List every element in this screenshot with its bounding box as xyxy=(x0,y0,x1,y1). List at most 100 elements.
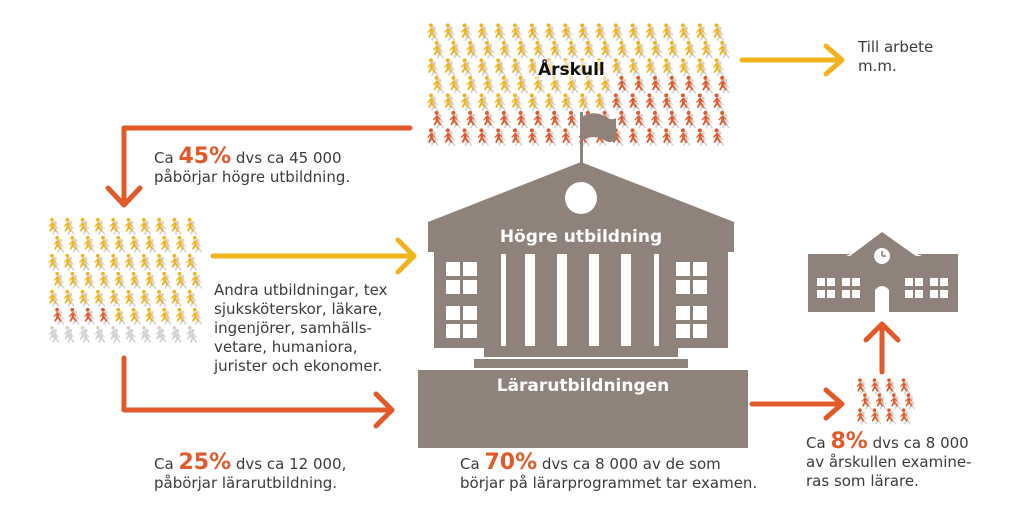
walking-person-icon xyxy=(544,23,554,39)
other-programs-text: Andra utbildningar, tex sjuksköterskor, … xyxy=(214,281,388,375)
university-building-icon xyxy=(418,112,748,448)
walking-person-icon xyxy=(651,75,660,91)
arrow-right-icon xyxy=(749,387,845,421)
walking-person-icon xyxy=(444,23,453,39)
walking-person-icon xyxy=(561,93,571,109)
walking-person-icon xyxy=(494,58,503,74)
walking-person-icon xyxy=(432,110,442,126)
walking-person-icon xyxy=(662,58,671,74)
walking-person-icon xyxy=(511,93,520,109)
walking-person-icon xyxy=(617,110,627,126)
walking-person-icon xyxy=(701,75,711,91)
walking-person-icon xyxy=(684,75,694,91)
walking-person-icon xyxy=(500,110,509,126)
walking-person-icon xyxy=(712,58,722,74)
teacher-ed-percentage: 25% xyxy=(178,450,232,475)
walking-person-icon xyxy=(668,110,677,126)
walking-person-icon xyxy=(628,23,638,39)
walking-person-icon xyxy=(511,128,520,144)
walking-person-icon xyxy=(668,40,677,56)
walking-person-icon xyxy=(449,75,459,91)
walking-person-icon xyxy=(561,128,571,144)
walking-person-icon xyxy=(477,58,487,74)
walking-person-icon xyxy=(460,128,470,144)
walking-person-icon xyxy=(561,23,571,39)
walking-person-icon xyxy=(427,128,436,144)
teachers-caption: Ca 8% dvs ca 8 000 av årskullen examine-… xyxy=(806,429,972,491)
walking-person-icon xyxy=(712,93,722,109)
walking-person-icon xyxy=(701,40,711,56)
walking-person-icon xyxy=(628,128,638,144)
walking-person-icon xyxy=(483,75,492,91)
walking-person-icon xyxy=(634,110,643,126)
walking-person-icon xyxy=(679,23,688,39)
walking-person-icon xyxy=(511,23,520,39)
to-work-text: Till arbete m.m. xyxy=(858,38,934,75)
walking-person-icon xyxy=(427,58,436,74)
walking-person-icon xyxy=(668,75,677,91)
walking-person-icon xyxy=(567,110,576,126)
walking-person-icon xyxy=(528,93,537,109)
walking-person-icon xyxy=(612,93,621,109)
cohort-walker-grid xyxy=(427,23,730,147)
walking-person-icon xyxy=(696,58,705,74)
graduates-caption: Ca 70% dvs ca 8 000 av de som börjar på … xyxy=(460,450,758,493)
walking-person-icon xyxy=(584,40,593,56)
walking-person-icon xyxy=(483,110,492,126)
walking-person-icon xyxy=(483,40,492,56)
walking-person-icon xyxy=(612,23,621,39)
teacher-ed-caption: Ca 25% dvs ca 12 000, påbörjar lärarutbi… xyxy=(154,450,347,493)
walking-person-icon xyxy=(466,40,475,56)
walking-person-icon xyxy=(477,93,487,109)
walking-person-icon xyxy=(550,110,559,126)
walking-person-icon xyxy=(612,58,621,74)
walking-person-icon xyxy=(477,23,487,39)
arrow-right-icon xyxy=(121,355,395,429)
walking-person-icon xyxy=(712,128,722,144)
walking-person-icon xyxy=(427,93,436,109)
walking-person-icon xyxy=(684,110,694,126)
walking-person-icon xyxy=(634,75,643,91)
walking-person-icon xyxy=(550,40,559,56)
teacher-ed-label: Lärarutbildningen xyxy=(496,376,670,396)
walking-person-icon xyxy=(662,128,671,144)
walking-person-icon xyxy=(444,58,453,74)
walking-person-icon xyxy=(528,23,537,39)
walking-person-icon xyxy=(511,58,520,74)
walking-person-icon xyxy=(494,128,503,144)
walking-person-icon xyxy=(628,58,638,74)
walking-person-icon xyxy=(651,110,660,126)
arrow-down-icon xyxy=(105,125,413,208)
walking-person-icon xyxy=(679,128,688,144)
walking-person-icon xyxy=(494,23,503,39)
walking-person-icon xyxy=(679,58,688,74)
walking-person-icon xyxy=(500,75,509,91)
walking-person-icon xyxy=(617,75,627,91)
walking-person-icon xyxy=(528,128,537,144)
walking-person-icon xyxy=(645,23,655,39)
walking-person-icon xyxy=(460,93,470,109)
walking-person-icon xyxy=(595,23,604,39)
graduates-percentage: 70% xyxy=(484,450,538,475)
higher-ed-percentage: 45% xyxy=(178,144,232,169)
walking-person-icon xyxy=(628,93,638,109)
walking-person-icon xyxy=(460,58,470,74)
walking-person-icon xyxy=(449,40,459,56)
walking-person-icon xyxy=(645,93,655,109)
walking-person-icon xyxy=(662,93,671,109)
walking-person-icon xyxy=(651,40,660,56)
higher-ed-caption: Ca 45% dvs ca 45 000 påbörjar högre utbi… xyxy=(154,144,351,187)
walking-person-icon xyxy=(432,75,442,91)
walking-person-icon xyxy=(718,110,727,126)
arrow-right-icon xyxy=(210,237,417,275)
walking-person-icon xyxy=(679,93,688,109)
walking-person-icon xyxy=(662,23,671,39)
flag-icon xyxy=(580,112,616,164)
arrow-up-icon xyxy=(863,321,901,375)
walking-person-icon xyxy=(696,128,705,144)
walking-person-icon xyxy=(718,75,727,91)
walking-person-icon xyxy=(578,23,587,39)
walking-person-icon xyxy=(696,23,705,39)
walking-person-icon xyxy=(600,40,610,56)
walking-person-icon xyxy=(460,23,470,39)
